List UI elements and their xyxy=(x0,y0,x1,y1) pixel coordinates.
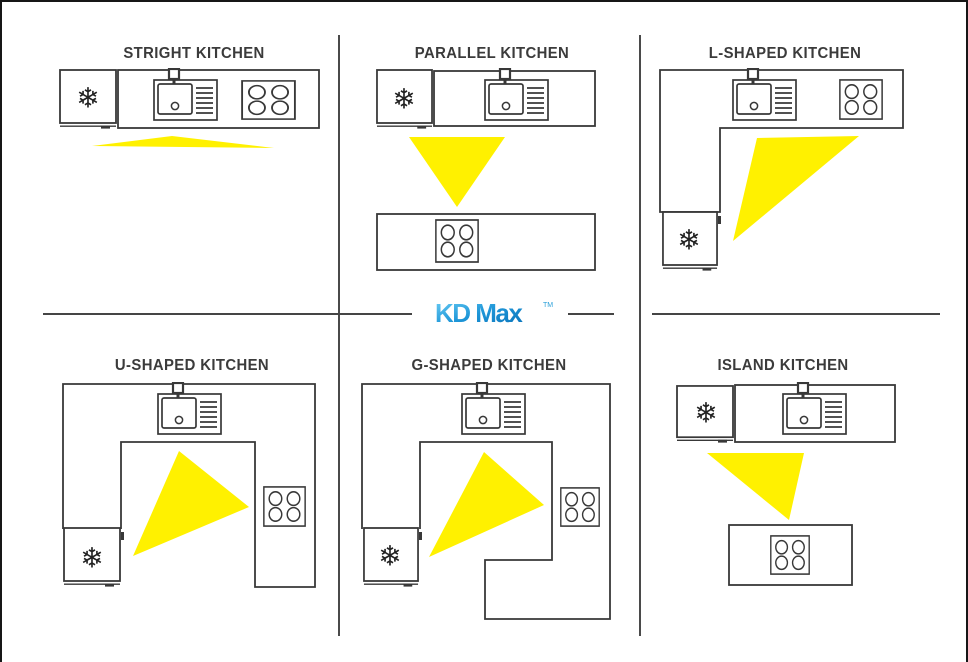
panel-title-u-shaped: U-SHAPED KITCHEN xyxy=(114,356,270,374)
work-triangle xyxy=(133,451,249,556)
hob xyxy=(560,487,600,527)
straight-kitchen-diagram: ❄ xyxy=(59,68,320,148)
snowflake-icon: ❄ xyxy=(694,398,717,429)
divider-horizontal-left xyxy=(43,313,412,315)
panel-title-straight: STRIGHT KITCHEN xyxy=(123,44,265,62)
work-triangle xyxy=(409,137,505,207)
fridge-handle xyxy=(718,216,721,224)
work-triangle xyxy=(707,453,804,520)
l-shaped-kitchen-diagram: ❄ xyxy=(659,68,904,271)
snowflake-icon: ❄ xyxy=(378,541,401,572)
logo-text: KD Max xyxy=(435,299,523,328)
divider-horizontal-right xyxy=(652,313,940,315)
logo-tm: TM xyxy=(543,302,553,309)
fridge-handle xyxy=(121,532,124,540)
divider-vertical-right xyxy=(639,35,641,636)
work-triangle xyxy=(733,136,859,241)
hob xyxy=(241,80,296,120)
snowflake-icon: ❄ xyxy=(392,84,415,115)
work-triangle xyxy=(92,136,274,148)
kd-max-logo: KD Max TM xyxy=(435,299,553,328)
hob xyxy=(839,79,883,120)
island-kitchen-diagram: ❄ xyxy=(676,382,896,586)
work-triangle xyxy=(429,452,544,557)
g-shaped-kitchen-diagram: ❄ xyxy=(361,382,611,620)
hob xyxy=(770,535,810,575)
snowflake-icon: ❄ xyxy=(677,225,700,256)
divider-vertical-left xyxy=(338,35,340,636)
panel-title-parallel: PARALLEL KITCHEN xyxy=(414,44,570,62)
hob xyxy=(435,219,479,263)
panel-title-island: ISLAND KITCHEN xyxy=(717,356,849,374)
fridge-handle xyxy=(419,532,422,540)
island-counter xyxy=(376,213,596,271)
counter xyxy=(62,383,316,588)
divider-horizontal-mid xyxy=(568,313,614,315)
panel-title-l-shaped: L-SHAPED KITCHEN xyxy=(708,44,862,62)
panel-title-g-shaped: G-SHAPED KITCHEN xyxy=(411,356,567,374)
snowflake-icon: ❄ xyxy=(80,543,103,574)
snowflake-icon: ❄ xyxy=(76,83,99,114)
parallel-kitchen-diagram: ❄ xyxy=(376,68,596,271)
hob xyxy=(263,486,306,527)
u-shaped-kitchen-diagram: ❄ xyxy=(62,382,316,588)
